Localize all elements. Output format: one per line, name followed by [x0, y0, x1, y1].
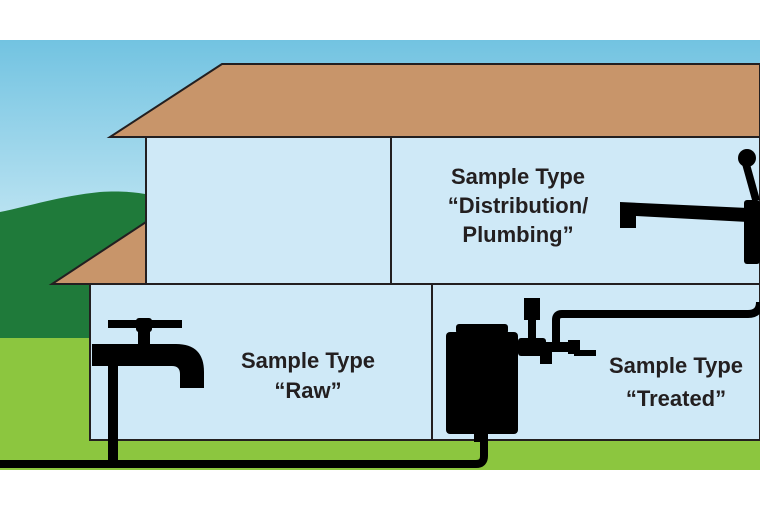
label-distribution-title: Sample Type	[451, 164, 585, 189]
label-treated: Sample Type “Treated”	[609, 353, 743, 411]
label-distribution-line2: Plumbing”	[462, 222, 573, 247]
label-raw-title: Sample Type	[241, 348, 375, 373]
kitchen-faucet-icon	[620, 149, 760, 264]
upper-left-room	[145, 136, 392, 285]
outdoor-spigot-icon	[92, 318, 204, 388]
upper-roof	[106, 63, 760, 138]
water-treatment-unit-icon	[446, 324, 518, 442]
label-raw: Sample Type “Raw”	[241, 348, 375, 403]
label-distribution-plumbing: Sample Type “Distribution/ Plumbing”	[448, 164, 589, 247]
spigot-riser-pipe	[108, 358, 118, 464]
label-treated-title: Sample Type	[609, 353, 743, 378]
bottom-margin	[0, 470, 760, 510]
label-distribution-line1: “Distribution/	[448, 193, 589, 218]
valve-icon	[516, 298, 596, 364]
faucet-supply-pipe	[552, 301, 760, 344]
label-raw-line1: “Raw”	[274, 378, 341, 403]
top-margin	[0, 0, 760, 40]
water-main-pipe	[0, 430, 488, 468]
label-treated-line1: “Treated”	[626, 386, 726, 411]
